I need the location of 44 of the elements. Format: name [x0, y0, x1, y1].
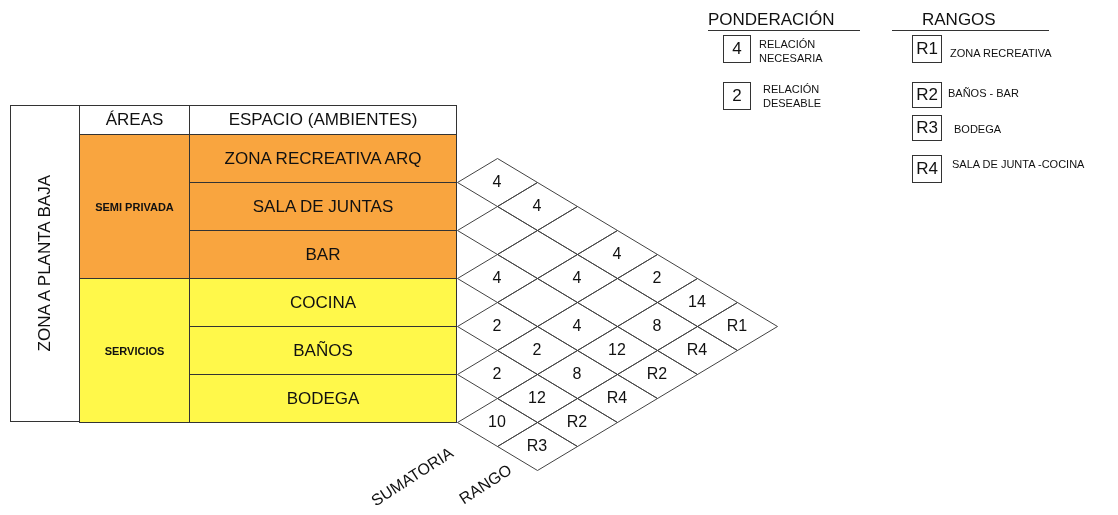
range-key-box: R1 [912, 35, 942, 63]
range-value: R4 [606, 389, 628, 407]
weight-value: 2 [532, 341, 542, 359]
legend-description: SALA DE JUNTA -COCINA [952, 157, 1086, 171]
legend-key-box: 2 [723, 82, 751, 110]
legend-description: BAÑOS - BAR [948, 86, 1020, 100]
legend-description: BODEGA [954, 122, 1003, 136]
range-key-box: R3 [912, 115, 942, 141]
legend-heading: PONDERACIÓN [708, 10, 860, 31]
space-cell: BAR [189, 230, 457, 279]
sum-value: 12 [528, 389, 546, 407]
weight-value: 2 [492, 365, 502, 383]
weight-value: 4 [492, 173, 502, 191]
weight-value: 4 [572, 317, 582, 335]
range-value: R4 [686, 341, 708, 359]
sum-value: 8 [572, 365, 582, 383]
area-cell: SEMI PRIVADA [79, 134, 190, 279]
range-key-box: R2 [912, 82, 942, 108]
sum-value: 8 [652, 317, 662, 335]
space-cell: SALA DE JUNTAS [189, 182, 457, 231]
space-cell: ZONA RECREATIVA ARQ [189, 134, 457, 183]
range-value: R1 [726, 317, 748, 335]
legend-key-box: 4 [723, 35, 751, 63]
range-value: R2 [646, 365, 668, 383]
space-cell: BODEGA [189, 374, 457, 423]
range-value: R2 [566, 413, 588, 431]
weight-value: 4 [612, 245, 622, 263]
weight-value: 2 [652, 269, 662, 287]
space-cell: BAÑOS [189, 326, 457, 375]
weight-value: 4 [572, 269, 582, 287]
area-cell: SERVICIOS [79, 278, 190, 423]
space-cell: COCINA [189, 278, 457, 327]
legend-description: RELACIÓN DESEABLE [763, 82, 823, 110]
weight-value: 4 [492, 269, 502, 287]
legend-heading: RANGOS [892, 10, 1049, 31]
sum-value: 12 [608, 341, 626, 359]
range-key-box: R4 [912, 155, 942, 183]
legend-description: ZONA RECREATIVA [950, 46, 1053, 60]
legend-description: RELACIÓN NECESARIA [759, 37, 824, 65]
sum-value: 10 [488, 413, 506, 431]
weight-value: 2 [492, 317, 502, 335]
weight-value: 4 [532, 197, 542, 215]
sum-value: 14 [688, 293, 706, 311]
range-value: R3 [526, 437, 548, 455]
